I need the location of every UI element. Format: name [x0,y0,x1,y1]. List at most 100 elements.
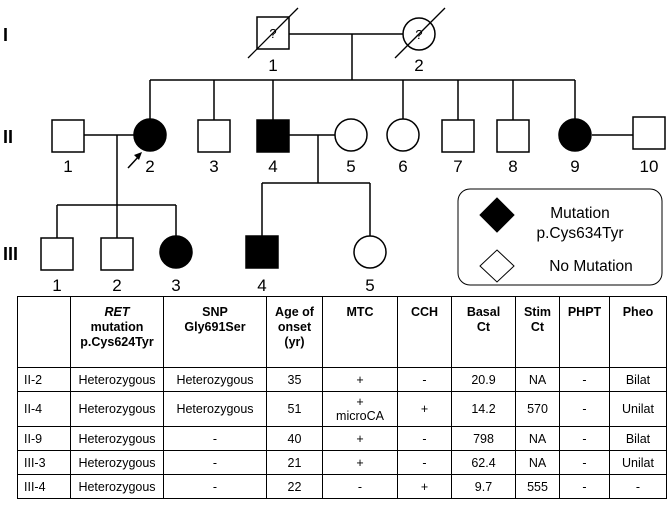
table-cell: + [397,474,452,499]
table-cell: 21 [266,450,323,475]
header-line: Ct [476,320,491,334]
header-line: Pheo [622,305,654,319]
individual-number: 4 [268,157,277,176]
unknown-mark: ? [415,27,422,42]
header-line: SNP [202,305,228,319]
individual-number: 7 [453,157,462,176]
individual-number: 10 [640,157,659,176]
table-cell: - [397,426,452,451]
table-cell: NA [515,450,560,475]
individual-number: 1 [63,157,72,176]
individual-number: 5 [346,157,355,176]
header-line: Stim [523,305,552,319]
table-cell: - [609,474,667,499]
table-cell: Heterozygous [163,391,267,427]
header-line: Basal [466,305,501,319]
table-cell: 22 [266,474,323,499]
row-id-cell: III-4 [17,474,71,499]
individual-number: 1 [52,276,61,295]
header-line: Ct [530,320,545,334]
table-cell: Heterozygous [70,450,164,475]
header-line: MTC [346,305,374,319]
table-cell: - [559,450,610,475]
individual-I-2: ? 2 [394,7,446,75]
table-cell: Heterozygous [70,391,164,427]
table-cell: - [163,450,267,475]
header-cell: Pheo [609,296,667,368]
table-cell: NA [515,426,560,451]
row-id-cell: II-9 [17,426,71,451]
table-cell: 14.2 [451,391,516,427]
table-cell: - [559,474,610,499]
table-cell: Unilat [609,391,667,427]
table-cell: - [322,474,398,499]
header-line: CCH [410,305,439,319]
individual-II-10: 10 [632,116,666,176]
individual-II-8: 8 [496,119,530,176]
table-cell: NA [515,367,560,392]
pedigree-chart: I II III ? 1 ? 2 1 2 3 [3,7,666,295]
table-cell: 20.9 [451,367,516,392]
header-cell: MTC [322,296,398,368]
individual-number: 2 [112,276,121,295]
table-cell: Unilat [609,450,667,475]
table-cell: 62.4 [451,450,516,475]
individual-II-3: 3 [197,119,231,176]
individual-III-4: 4 [245,235,279,295]
generation-label-III: III [3,244,18,264]
individual-number: 2 [414,56,423,75]
individual-II-7: 7 [441,119,475,176]
table-cell: Heterozygous [163,367,267,392]
table-cell: + [322,450,398,475]
table-cell: - [163,426,267,451]
table-cell: 9.7 [451,474,516,499]
header-line: PHPT [567,305,602,319]
generation-label-I: I [3,25,8,45]
proband-arrowhead-icon [134,152,142,160]
header-line: mutation [90,320,144,334]
table-cell: - [559,426,610,451]
header-line: RET [104,305,130,319]
table-cell: + [322,367,398,392]
table-cell: 51 [266,391,323,427]
table-cell: Heterozygous [70,426,164,451]
header-line: Age of [275,305,314,319]
unknown-mark: ? [269,26,276,41]
individual-II-5: 5 [334,118,368,176]
individual-number: 3 [171,276,180,295]
generation-label-II: II [3,127,13,147]
individual-I-1: ? 1 [247,7,299,75]
table-cell: + [322,426,398,451]
header-line: p.Cys624Tyr [80,335,154,349]
individual-number: 6 [398,157,407,176]
table-cell: + microCA [322,391,398,427]
individual-number: 1 [268,56,277,75]
table-cell: - [559,391,610,427]
table-cell: 555 [515,474,560,499]
table-cell: 570 [515,391,560,427]
table-cell: 798 [451,426,516,451]
header-cell [17,296,71,368]
individual-number: 9 [570,157,579,176]
individual-II-2: 2 [127,118,167,176]
individual-II-4: 4 [256,119,290,176]
row-id-cell: II-2 [17,367,71,392]
table-cell: - [397,367,452,392]
table-cell: 40 [266,426,323,451]
individual-number: 8 [508,157,517,176]
header-line: (yr) [284,335,305,349]
row-id-cell: III-3 [17,450,71,475]
individual-number: 2 [145,157,154,176]
individual-III-5: 5 [353,235,387,295]
